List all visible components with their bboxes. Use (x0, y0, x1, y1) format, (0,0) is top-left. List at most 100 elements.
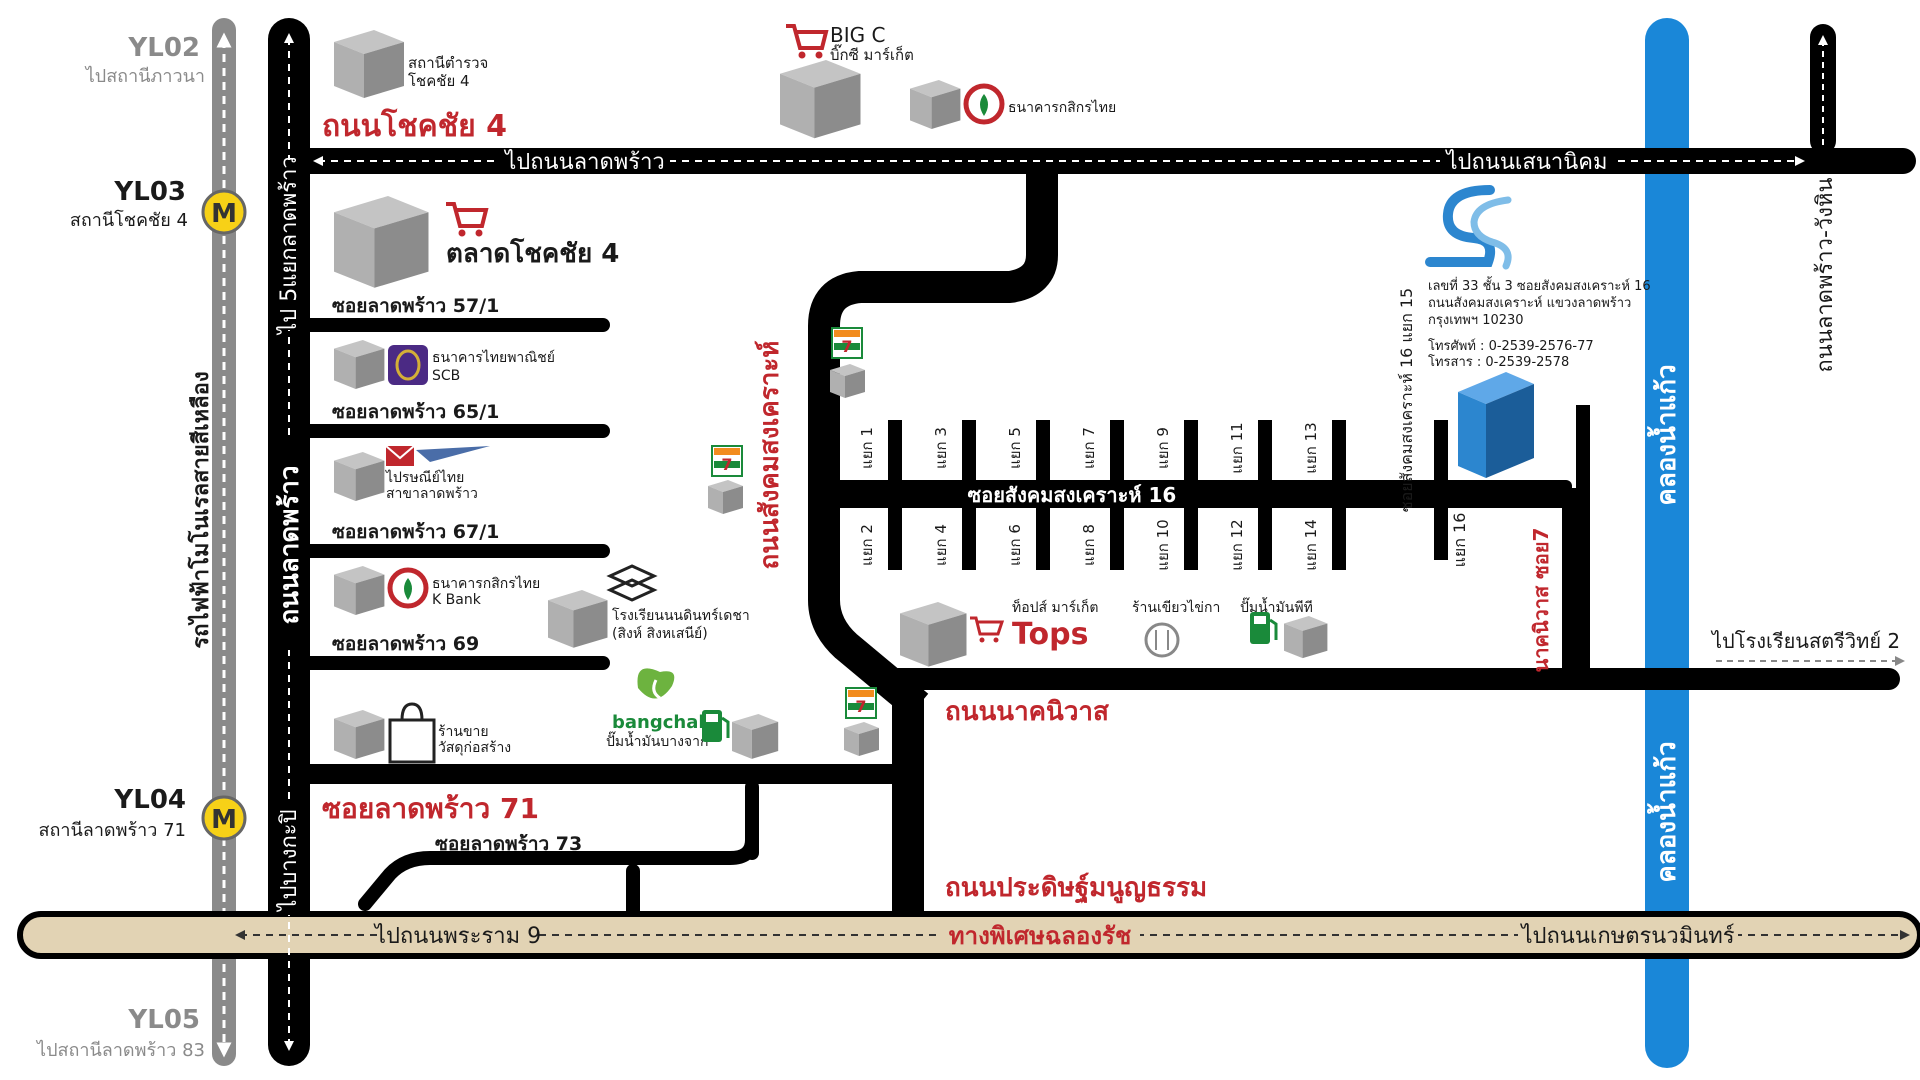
mail-icon (385, 445, 490, 466)
yaek-label[interactable]: แยก 11 (1228, 422, 1246, 473)
soi-65-label[interactable]: ซอยลาดพร้าว 65/1 (332, 401, 499, 423)
station-icon: M (211, 199, 237, 229)
ladprao-wanghin-label[interactable]: ถนนลาดพร้าว-วังหิน (1813, 177, 1838, 372)
expressway-label[interactable]: ทางพิเศษฉลองรัช (949, 922, 1131, 950)
seven-eleven-1[interactable]: 7 (830, 327, 865, 398)
post-line-2: สาขาลาดพร้าว (386, 486, 478, 502)
kbank2-line-2: K Bank (432, 592, 482, 608)
yaek-label[interactable]: แยก 6 (1006, 524, 1024, 566)
restaurant-icon (1144, 622, 1180, 658)
yaek-label[interactable]: แยก 2 (858, 524, 876, 566)
yl03-name: สถานีโชคชัย 4 (70, 209, 188, 231)
to-5yaek-label[interactable]: ไป 5แยกลาดพร้าว (276, 156, 302, 336)
office-fax[interactable]: โทรสาร : 0-2539-2578 (1428, 354, 1569, 370)
bangchak-station[interactable]: bangchak ปั๊มน้ำมันบางจาก (606, 668, 779, 759)
yaek-label[interactable]: แยก 5 (1006, 427, 1024, 469)
yaek-label[interactable]: แยก 4 (932, 524, 950, 566)
fuel-pump-icon (1250, 612, 1278, 644)
yaek-label[interactable]: แยก 3 (932, 427, 950, 469)
soi-67-label[interactable]: ซอยลาดพร้าว 67/1 (332, 521, 499, 543)
yaek-label[interactable]: แยก 12 (1228, 519, 1246, 570)
canal-label-lower[interactable]: คลองน้ำแก้ว (1646, 741, 1682, 882)
police-station[interactable]: สถานีตำรวจ โชคชัย 4 (334, 30, 488, 98)
yaek-label[interactable]: แยก 13 (1302, 422, 1320, 473)
yaek-bottom-labels: แยก 2 แยก 4 แยก 6 แยก 8 แยก 10 แยก 12 แย… (858, 519, 1320, 570)
bangchak-name: ปั๊มน้ำมันบางจาก (606, 731, 708, 750)
seven-eleven-icon: 7 (711, 445, 743, 477)
yl05-code: YL05 (127, 1005, 200, 1035)
to-satri-label[interactable]: ไปโรงเรียนสตรีวิทย์ 2 (1710, 629, 1900, 653)
school-line-1: โรงเรียนนนดินทร์เดชา (612, 607, 750, 624)
soi16-branches (888, 405, 1590, 570)
svg-text:7: 7 (855, 697, 866, 716)
yl02-code: YL02 (127, 33, 200, 63)
ladprao-road-label[interactable]: ถนนลาดพร้าว (275, 465, 305, 624)
to-senanikom-label[interactable]: ไปถนนเสนานิคม (1444, 149, 1607, 175)
police-line-2: โชคชัย 4 (408, 72, 470, 90)
ptt-name: ปั๊มน้ำมันพีที (1240, 597, 1313, 616)
cart-icon (446, 202, 489, 237)
building-icon (1458, 372, 1534, 478)
company-logo-icon (1425, 185, 1512, 270)
yl04-name: สถานีลาดพร้าว 71 (39, 820, 187, 841)
to-kaset-label[interactable]: ไปถนนเกษตรนวมินทร์ (1519, 923, 1734, 949)
hardware-line-1: ร้านขาย (438, 724, 489, 740)
svg-text:7: 7 (841, 337, 852, 356)
ptt-station[interactable]: ปั๊มน้ำมันพีที (1240, 597, 1328, 659)
seven-eleven-3[interactable]: 7 (844, 687, 879, 756)
bigc-market[interactable]: BIG C บิ๊กซี มาร์เก็ต (780, 23, 914, 139)
nonsi-school[interactable]: โรงเรียนนนดินทร์เดชา (สิงห์ สิงหเสนีย์) (548, 564, 750, 648)
yaek-label[interactable]: แยก 14 (1302, 519, 1320, 570)
yaek-label[interactable]: แยก 10 (1154, 519, 1172, 570)
nakniwas-soi7-label[interactable]: นาคนิวาส ซอย7 (1529, 528, 1553, 673)
chokchai4-market[interactable]: ตลาดโชคชัย 4 (334, 196, 619, 288)
scb-bank[interactable]: ธนาคารไทยพาณิชย์ SCB (334, 340, 555, 389)
soi15-label[interactable]: ซอยสังคมสงเคราะห์ 16 แยก 15 (1397, 288, 1416, 513)
seven-eleven-2[interactable]: 7 (708, 445, 743, 514)
to-rama9-label[interactable]: ไปถนนพระราม 9 (373, 923, 541, 949)
kbank-chokchai[interactable]: ธนาคารกสิกรไทย (910, 80, 1116, 129)
kbank-icon (963, 83, 1005, 125)
station-yl03[interactable]: M (201, 189, 247, 235)
fuel-pump-icon (702, 710, 730, 742)
seven-eleven-icon: 7 (831, 327, 863, 359)
police-line-1: สถานีตำรวจ (408, 54, 488, 72)
address-line-3: กรุงเทพฯ 10230 (1428, 313, 1524, 328)
yaek-label[interactable]: แยก 9 (1154, 427, 1172, 469)
thai-post[interactable]: ไปรษณีย์ไทย สาขาลาดพร้าว (334, 445, 490, 502)
yl04-code: YL04 (113, 785, 186, 815)
kbank-ladprao[interactable]: ธนาคารกสิกรไทย K Bank (334, 566, 540, 615)
school-line-2: (สิงห์ สิงหเสนีย์) (612, 625, 708, 642)
post-line-1: ไปรษณีย์ไทย (385, 469, 464, 486)
soi-73-label[interactable]: ซอยลาดพร้าว 73 (435, 833, 582, 855)
tops-market[interactable]: ท็อปส์ มาร์เก็ต Tops (900, 598, 1098, 667)
station-yl04[interactable]: M (201, 795, 247, 841)
monorail-yellow-line (212, 18, 236, 1066)
yl02-name: ไปสถานีภาวนา (84, 65, 205, 87)
soi16-label[interactable]: ซอยสังคมสงเคราะห์ 16 (968, 483, 1177, 507)
yaek-label[interactable]: แยก 8 (1080, 524, 1098, 566)
office-phone[interactable]: โทรศัพท์ : 0-2539-2576-77 (1428, 338, 1594, 354)
yaek-label[interactable]: แยก 1 (858, 427, 876, 469)
office-building[interactable] (1458, 372, 1534, 478)
canal-label-upper[interactable]: คลองน้ำแก้ว (1646, 364, 1682, 505)
bigc-name: บิ๊กซี มาร์เก็ต (830, 44, 914, 64)
address-line-1: เลขที่ 33 ชั้น 3 ซอยสังคมสงเคราะห์ 16 (1428, 276, 1651, 294)
bangchak-brand: bangchak (612, 712, 711, 733)
yaek16-label[interactable]: แยก 16 (1450, 513, 1469, 568)
soi-71-label[interactable]: ซอยลาดพร้าว 71 (322, 792, 539, 825)
to-ladprao-label[interactable]: ไปถนนลาดพร้าว (503, 149, 665, 175)
chokchai4-road-label[interactable]: ถนนโชคชัย 4 (322, 107, 507, 144)
pradit-road-label[interactable]: ถนนประดิษฐ์มนูญธรรม (945, 872, 1207, 905)
sangkhom-road-label[interactable]: ถนนสังคมสงเคราะห์ (754, 341, 785, 570)
restaurant[interactable]: ร้านเขียวไข่กา (1132, 599, 1220, 658)
soi-57-label[interactable]: ซอยลาดพร้าว 57/1 (332, 295, 499, 317)
school-icon (606, 564, 658, 602)
soi-69-label[interactable]: ซอยลาดพร้าว 69 (332, 633, 479, 655)
hardware-shop[interactable]: ร้านขาย วัสดุก่อสร้าง (334, 702, 511, 764)
yl05-name: ไปสถานีลาดพร้าว 83 (35, 1039, 205, 1061)
cart-icon (970, 616, 1005, 643)
nakniwas-road-label[interactable]: ถนนนาคนิวาส (945, 697, 1109, 727)
to-bangkapi-label[interactable]: ไปบางกะปิ (276, 809, 302, 912)
yaek-label[interactable]: แยก 7 (1080, 427, 1098, 469)
